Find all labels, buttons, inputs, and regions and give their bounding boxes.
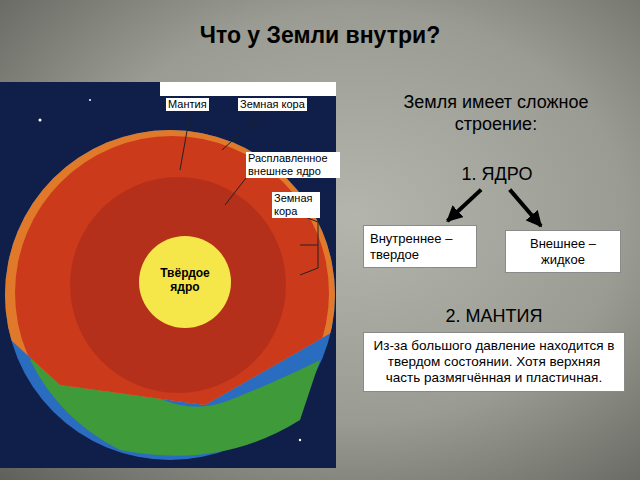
node-heading: Внешнее – жидкое	[512, 236, 614, 267]
mantle-layer	[15, 136, 329, 450]
intro-text: Земля имеет сложное строение:	[365, 92, 627, 135]
crust-layer	[5, 130, 335, 460]
node-heading: Внутреннее – твердое	[370, 231, 470, 262]
part-label: Твёрдое ядро	[152, 266, 218, 295]
core-box: Внутреннее – твердое	[363, 225, 477, 268]
node-heading: 2. МАНТИЯ	[363, 306, 625, 328]
globe	[5, 130, 335, 460]
slide-title: Что у Земли внутри?	[0, 22, 640, 49]
core-box: Внешнее – жидкое	[505, 230, 621, 273]
outer-core-layer	[70, 177, 286, 393]
mantle-group: 2. МАНТИЯ Из-за большого давление находит…	[363, 306, 625, 392]
part-label: Земная кора	[272, 192, 320, 218]
node-heading: 1. ЯДРО	[440, 164, 554, 186]
part-label: Мантия	[166, 98, 209, 111]
inner-core	[139, 236, 231, 328]
space-background	[0, 82, 336, 468]
arrow-connector	[510, 190, 541, 226]
part-label: Земная кора	[238, 98, 307, 111]
part-label: Расплавленное внешнее ядро	[246, 152, 340, 178]
node-body: Из-за большого давление находится в твер…	[363, 332, 625, 393]
core-heading: 1. ЯДРО	[440, 164, 554, 186]
arrow-connector	[447, 190, 481, 221]
